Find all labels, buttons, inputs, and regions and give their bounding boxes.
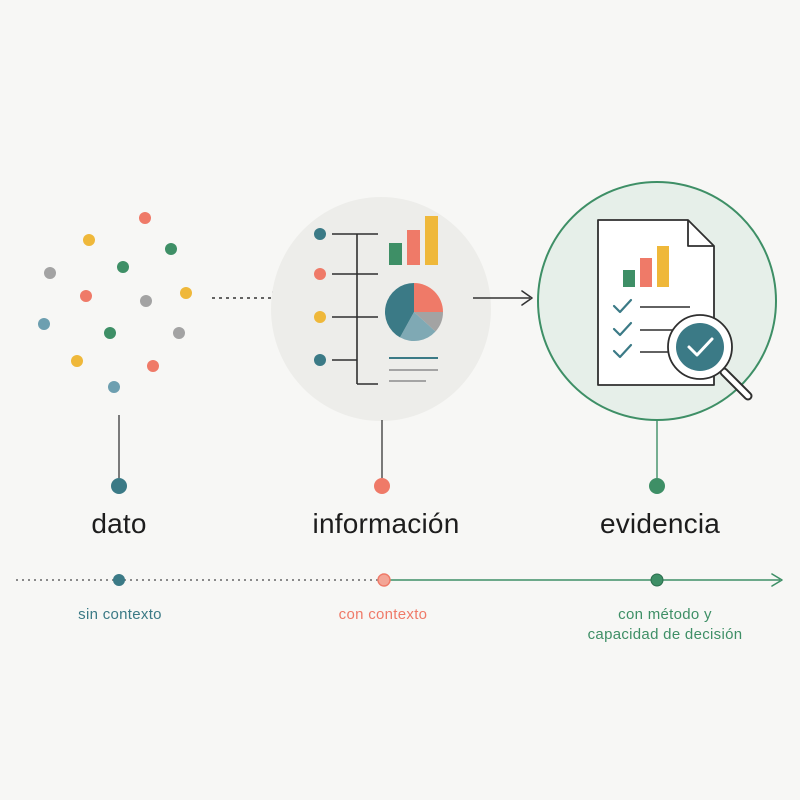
tree-dot <box>314 268 326 280</box>
bar-chart-icon <box>389 216 438 265</box>
scatter-dot <box>139 212 151 224</box>
context-label-informacion: con contexto <box>263 605 503 625</box>
scatter-dot <box>117 261 129 273</box>
context-label-evidencia: con método y capacidad de decisión <box>545 605 785 645</box>
timeline-node-dato <box>113 574 125 586</box>
scatter-dot <box>71 355 83 367</box>
tree-dot <box>314 311 326 323</box>
stage-node-dato <box>111 478 127 494</box>
stage-node-informacion <box>374 478 390 494</box>
scatter-dot <box>83 234 95 246</box>
scatter-dot <box>140 295 152 307</box>
scatter-dot <box>44 267 56 279</box>
scatter-dot <box>38 318 50 330</box>
timeline-node-evidencia <box>650 573 664 587</box>
stage-connectors <box>111 415 665 494</box>
stage-title-dato: dato <box>91 508 147 539</box>
context-line: con contexto <box>338 606 428 623</box>
information-ellipse <box>271 197 491 421</box>
context-line: capacidad de decisión <box>587 626 743 643</box>
scatter-dot <box>173 327 185 339</box>
arrow-right-icon <box>473 290 533 306</box>
scatter-dot <box>80 290 92 302</box>
scatter-dot <box>165 243 177 255</box>
scatter-dot <box>104 327 116 339</box>
context-label-dato: sin contexto <box>0 605 240 625</box>
tree-dot <box>314 228 326 240</box>
scatter-dot <box>147 360 159 372</box>
structured-charts-icon <box>271 197 491 421</box>
scattered-dots-icon <box>38 212 192 393</box>
checkmark-icon <box>687 337 714 357</box>
timeline <box>16 573 783 587</box>
text-lines-icon <box>389 357 438 382</box>
document-magnifier-checkmark-icon <box>537 181 777 421</box>
checklist-icon <box>612 298 690 359</box>
scatter-dot <box>108 381 120 393</box>
context-line: con método y <box>618 606 712 623</box>
stage-node-evidencia <box>649 478 665 494</box>
stage-title-evidencia: evidencia <box>599 508 721 539</box>
tree-dot <box>314 354 326 366</box>
context-line: sin contexto <box>78 606 162 623</box>
timeline-node-informacion <box>377 573 391 587</box>
pie-chart-icon <box>384 283 444 342</box>
magnifier-icon <box>667 314 753 401</box>
stage-title-informacion: información <box>312 508 460 539</box>
scatter-dot <box>180 287 192 299</box>
